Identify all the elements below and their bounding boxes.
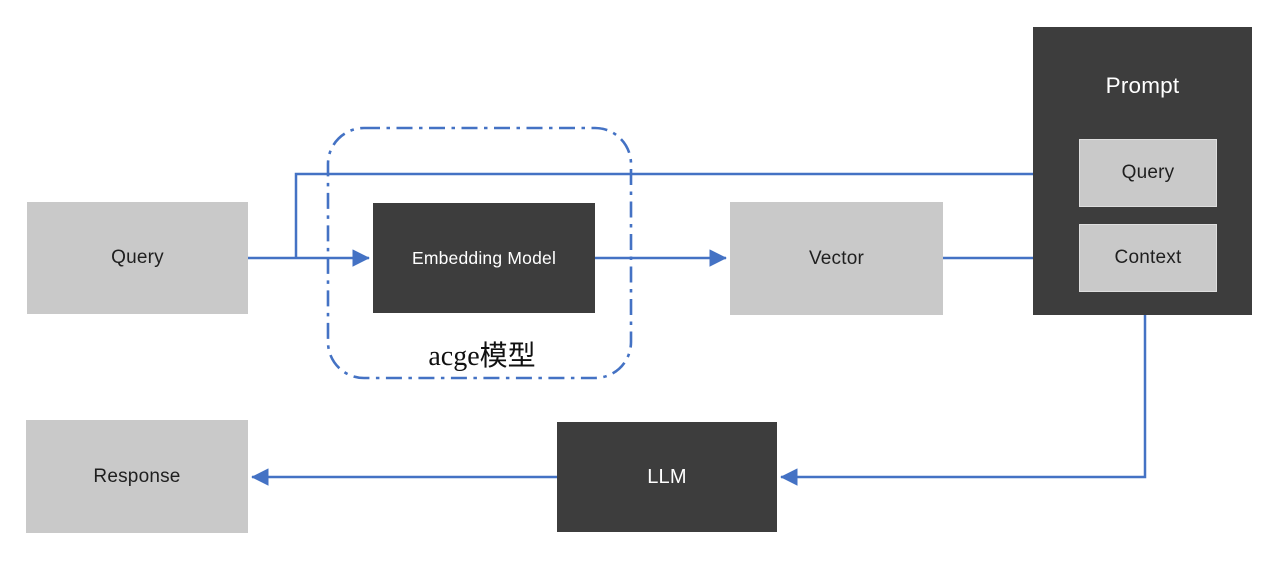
llm-node-label: LLM — [647, 465, 687, 488]
arrow-prompt-to-llm — [780, 315, 1147, 486]
prompt-query-slot-label: Query — [1121, 162, 1175, 183]
prompt-query-slot: Query — [1079, 139, 1217, 207]
response-node: Response — [26, 420, 248, 533]
prompt-context-slot-label: Context — [1114, 247, 1182, 268]
query-node-label: Query — [111, 247, 164, 268]
query-node: Query — [27, 202, 248, 314]
prompt-context-slot: Context — [1079, 224, 1217, 292]
vector-node-label: Vector — [808, 247, 865, 269]
embedding-model-node: Embedding Model — [373, 203, 595, 313]
response-node-label: Response — [93, 465, 181, 487]
prompt-node: Prompt Query Context — [1033, 27, 1252, 315]
acge-group-label: acge模型 — [428, 341, 536, 372]
prompt-title: Prompt — [1105, 73, 1180, 98]
embedding-model-label: Embedding Model — [411, 247, 557, 268]
vector-node: Vector — [730, 202, 943, 315]
llm-node: LLM — [557, 422, 777, 532]
